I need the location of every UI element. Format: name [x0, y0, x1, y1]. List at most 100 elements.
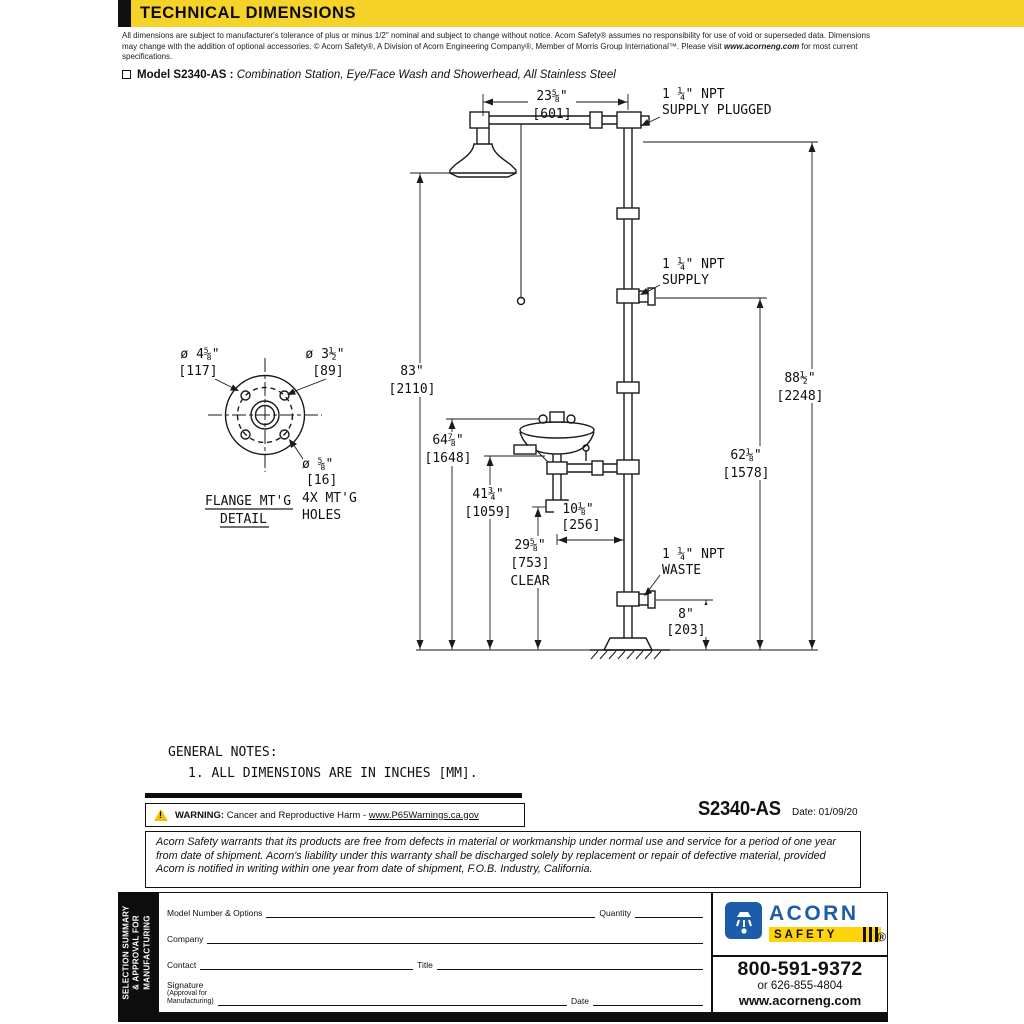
dim-88-in-label: 88½" [784, 371, 815, 386]
dim-23-mm-label: [601] [532, 107, 571, 122]
signature-label: Signature [167, 980, 204, 990]
website-link[interactable]: www.acorneng.com [738, 993, 862, 1008]
warning-triangle-icon [154, 809, 168, 821]
eyewash-tee [616, 459, 640, 475]
dim-8-in-label: 8" [678, 607, 694, 622]
model-number-label: Model Number & Options [167, 908, 263, 918]
flange-caption-1: FLANGE MT'G [205, 494, 291, 509]
npt-waste-line2: WASTE [662, 563, 701, 578]
contact-field-line [200, 959, 414, 970]
model-code: S2340-AS [698, 798, 781, 820]
brand-sub: SAFETY ® [769, 927, 886, 944]
sidebar-line-2: & APPROVAL FOR [131, 915, 141, 990]
push-flag [513, 444, 537, 455]
eyewash-bowl [519, 431, 595, 455]
flange-outer-circle [224, 374, 306, 456]
sidebar-line-1: SELECTION SUMMARY [121, 905, 131, 1000]
dim-10-in-label: 10⅛" [562, 502, 593, 517]
mtg-hole [240, 390, 251, 401]
pipe-coupling [616, 381, 640, 394]
prop65-warning: WARNING: Cancer and Reproductive Harm - … [145, 803, 525, 827]
brand-contact-box: ACORN SAFETY ® 800-591-9372 or 626-855-4… [712, 892, 888, 1013]
floor-flange [602, 637, 654, 651]
model-label: Model S2340-AS : [137, 69, 234, 81]
warning-label: WARNING: [175, 809, 225, 821]
dim-41-mm-label: [1059] [465, 505, 512, 520]
shower-station-assembly [449, 111, 670, 660]
model-number-field-line [266, 907, 596, 918]
dim-10-mm-label: [256] [561, 518, 600, 533]
selection-form: Model Number & Options Quantity Company … [158, 892, 712, 1013]
form-row-model: Model Number & Options Quantity [159, 907, 711, 918]
dim-83-in-label: 83" [400, 364, 423, 379]
dim-29-mm-label: [753] [510, 556, 549, 571]
quantity-label: Quantity [599, 908, 631, 918]
mtg-hole [240, 429, 251, 440]
top-elbow-fitting [616, 111, 642, 129]
general-notes: GENERAL NOTES: 1. ALL DIMENSIONS ARE IN … [168, 745, 478, 781]
npt-supply-plugged-line2: SUPPLY PLUGGED [662, 103, 772, 118]
acorn-logo-icon [725, 902, 762, 939]
dim-62-mm-label: [1578] [723, 466, 770, 481]
warning-text: WARNING: Cancer and Reproductive Harm - … [175, 810, 479, 821]
eyewash-nozzle [538, 414, 548, 424]
banner-left-cap [118, 0, 131, 27]
npt-supply-plugged-line1: 1 ¼" NPT [662, 87, 725, 102]
flange-bolt-dia-mm: [89] [312, 364, 343, 379]
valve-handle [582, 444, 590, 452]
npt-supply-line2: SUPPLY [662, 273, 709, 288]
p65-link[interactable]: www.P65Warnings.ca.gov [368, 809, 479, 821]
drawing-labels: 23⅝" [601] 1 ¼" NPT SUPPLY PLUGGED 1 ¼" … [178, 87, 823, 638]
signature-field-line [217, 995, 568, 1006]
signature-sub-2: Manufacturing) [167, 998, 214, 1006]
model-checkbox [122, 70, 131, 79]
waste-tee [616, 591, 640, 607]
warranty-statement: Acorn Safety warrants that its products … [145, 831, 861, 888]
arm-coupling [589, 111, 603, 129]
model-description: Combination Station, Eye/Face Wash and S… [233, 69, 616, 81]
registered-mark: ® [877, 932, 889, 944]
disclaimer-website-link[interactable]: www.acorneng.com [723, 41, 800, 51]
flange-outer-dia-in: ø 4⅝" [180, 347, 219, 362]
dim-64-in-label: 64⅞" [432, 433, 463, 448]
pipe-coupling [616, 207, 640, 220]
flange-outer-dia-mm: [117] [178, 364, 217, 379]
dim-8-mm-label: [203] [666, 623, 705, 638]
supply-tee [616, 288, 640, 304]
dim-64-mm-label: [1648] [425, 451, 472, 466]
disclaimer-body: All dimensions are subject to manufactur… [122, 31, 870, 51]
date-field-label: Date [571, 995, 589, 1006]
brand-sub-text: SAFETY [774, 928, 838, 941]
dim-88-mm-label: [2248] [777, 389, 824, 404]
arm-elbow [469, 111, 490, 129]
flange-bolt-circle [236, 386, 294, 444]
date-field-line [593, 995, 703, 1006]
flange-holes-note-2: HOLES [302, 508, 341, 523]
eyewash-valve-tee [546, 461, 568, 475]
disclaimer-text: All dimensions are subject to manufactur… [122, 31, 886, 63]
flange-hole-dia-in: ø ⅝" [302, 457, 333, 472]
mtg-hole [279, 429, 290, 440]
brand-wordmark: ACORN SAFETY ® [769, 902, 886, 944]
brand-divider [713, 955, 887, 957]
mtg-hole [279, 390, 290, 401]
bottom-bar [118, 1013, 888, 1022]
dim-83-mm-label: [2110] [389, 382, 436, 397]
quantity-field-line [635, 907, 703, 918]
divider-rule [145, 793, 522, 798]
label-backgrounds [386, 90, 828, 637]
phone-number: 800-591-9372 [737, 958, 863, 980]
supply-coupling [591, 460, 604, 476]
general-note-1: 1. ALL DIMENSIONS ARE IN INCHES [MM]. [188, 766, 478, 781]
page-title: TECHNICAL DIMENSIONS [140, 4, 357, 22]
form-row-signature: Signature (Approval for Manufacturing) D… [159, 980, 711, 1006]
title-field-line [436, 959, 703, 970]
brand-row: ACORN SAFETY ® [725, 902, 886, 944]
npt-waste-line1: 1 ¼" NPT [662, 547, 725, 562]
eyewash-nozzle [566, 414, 576, 424]
selection-summary-sidebar: SELECTION SUMMARY & APPROVAL FOR MANUFAC… [118, 892, 158, 1013]
flange-bolt-dia-in: ø 3½" [305, 347, 344, 362]
eyewash-bowl-rim [519, 421, 595, 439]
dim-29-clear-label: CLEAR [510, 574, 549, 589]
